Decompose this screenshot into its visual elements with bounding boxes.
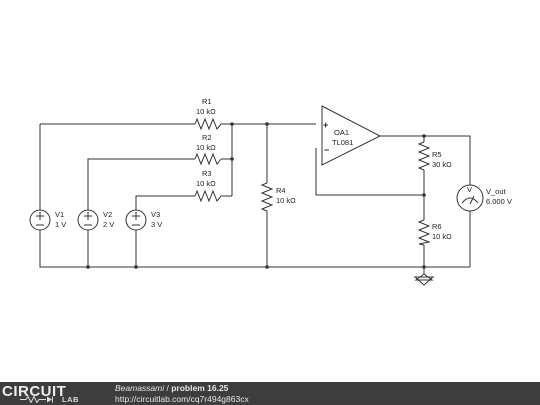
opamp-oa1-symbol[interactable] [321,105,382,166]
resistor-r6-symbol[interactable] [417,219,431,246]
resistor-r2-symbol[interactable] [194,152,222,166]
v2-value: 2 V [103,220,114,229]
resistor-r3-symbol[interactable] [194,189,222,203]
v1-value: 1 V [55,220,66,229]
junction [265,122,269,126]
resistor-r1-symbol[interactable] [194,117,222,131]
logo-text: CIRCUIT [2,383,67,400]
schematic: R1 10 kΩ R2 10 kΩ R3 10 kΩ R4 10 kΩ R5 3… [29,97,512,286]
junction [265,265,269,269]
v1-name: V1 [55,210,64,219]
voltmeter-letter: V [467,185,472,194]
r4-value: 10 kΩ [276,196,296,205]
r3-value: 10 kΩ [196,179,216,188]
labels: R1 10 kΩ R2 10 kΩ R3 10 kΩ R4 10 kΩ R5 3… [55,97,512,241]
credit-separator: / [164,383,172,393]
author-link[interactable]: Beamassami [115,383,165,393]
wire-out [380,135,471,185]
vout-name: V_out [486,187,507,196]
wire-v3-r3 [135,195,195,210]
resistor-r5-symbol[interactable] [417,141,431,171]
wires [39,123,471,274]
r2-value: 10 kΩ [196,143,216,152]
junction [422,265,426,269]
vout-value: 6.000 V [486,197,512,206]
opamp-plus-sign: + [323,120,328,130]
circuit-url[interactable]: http://circuitlab.com/cq7r494g863cx [115,394,249,404]
wire-bottom-rail [39,230,470,268]
v3-name: V3 [151,210,160,219]
r4-name: R4 [276,186,286,195]
voltmeter-vout-symbol[interactable] [456,184,484,212]
oa1-model: TL081 [332,138,353,147]
wire-feedback [315,148,424,196]
footer-bar: CIRCUIT LAB Beamassami / problem 16.25 h… [0,382,540,405]
wire-v2-r2 [87,158,195,210]
circuit-title: problem 16.25 [171,383,229,393]
r6-name: R6 [432,222,442,231]
source-v1-symbol[interactable] [29,209,51,231]
resistor-logo-icon [20,396,53,403]
v2-name: V2 [103,210,112,219]
junction [230,122,234,126]
r5-value: 30 kΩ [432,160,452,169]
source-v3-symbol[interactable] [125,209,147,231]
ground-arrow-icon [413,276,435,286]
source-v2-symbol[interactable] [77,209,99,231]
junction [134,265,138,269]
junction [86,265,90,269]
junction [422,134,426,138]
v3-value: 3 V [151,220,162,229]
r5-name: R5 [432,150,442,159]
junctions [86,122,426,269]
resistor-r4-symbol[interactable] [260,182,274,212]
logo-subtext: LAB [62,395,79,404]
r3-name: R3 [202,169,212,178]
r6-value: 10 kΩ [432,232,452,241]
oa1-name: OA1 [334,128,349,137]
r1-value: 10 kΩ [196,107,216,116]
junction [422,193,426,197]
junction [230,157,234,161]
credit-line: Beamassami / problem 16.25 [115,383,249,394]
r1-name: R1 [202,97,212,106]
opamp-minus-sign: − [324,145,329,155]
r2-name: R2 [202,133,212,142]
credit-block: Beamassami / problem 16.25 http://circui… [115,383,249,405]
